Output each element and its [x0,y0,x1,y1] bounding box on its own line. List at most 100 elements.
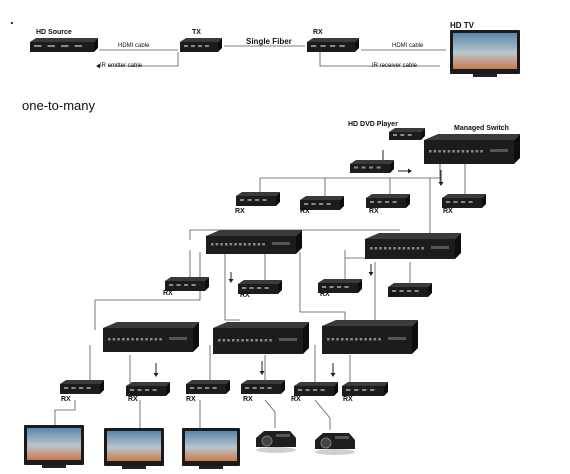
projector-2 [315,433,355,455]
device-top [388,283,432,287]
rx-box [294,382,338,396]
device-top [307,38,359,42]
rx-box [388,283,432,297]
rx-label: RX [343,396,353,403]
device-port [145,389,150,391]
switch-port [257,243,261,246]
switch-port [359,338,363,341]
ir-receiver-cable-label: IR receiver cable [372,63,418,69]
tv-stand [42,465,66,468]
switch-port [438,150,441,153]
device-port [354,166,359,169]
switch-panel [388,337,406,340]
rx-box [238,280,282,294]
switch-port [384,247,387,250]
link-l [224,252,240,321]
switch-port [345,338,349,341]
managed-switch-main [424,134,520,164]
projector-lens [320,437,332,449]
rx-box [318,279,362,293]
switch-port [412,247,415,250]
projector-shadow [315,449,355,455]
switch-port [229,243,233,246]
device-port [267,387,272,389]
device-side [340,196,344,210]
tv-screen [185,431,237,461]
switch-port [255,339,258,342]
hd-tv-bottom-2 [104,428,164,469]
device-port [61,45,69,47]
link-far-left [94,252,201,330]
link-mid [299,252,346,324]
switch-port [407,247,410,250]
devices-layer [24,30,520,469]
arrow-head [330,373,336,377]
switch-top [322,320,418,326]
device-port [71,387,76,389]
device-port [305,389,310,391]
device-side [278,280,282,294]
device-port [298,389,303,391]
device-port [47,45,55,47]
switch-side [193,322,199,352]
device-port [304,203,309,205]
device-side [390,160,394,173]
device-top [30,38,98,42]
device-top [165,277,209,281]
switch-port [355,338,358,341]
hd-source-device [30,38,98,52]
device-top [60,380,104,384]
rx-label: RX [61,396,71,403]
tv-screen [107,431,161,461]
managed-switch-label: Managed Switch [454,125,509,132]
switch-side [514,134,520,164]
arrow-head [259,371,265,375]
switch-left [206,230,302,254]
switch-port [154,338,158,341]
switch-port [379,247,382,250]
projector-1 [256,431,296,453]
device-port [326,203,331,205]
hd-source-label: HD Source [36,29,72,36]
device-port [262,199,267,201]
device-side [166,382,170,396]
rx-box [300,196,344,210]
device-port [361,166,366,169]
device-port [346,389,351,391]
switch-port [480,150,483,153]
switch-panel [272,242,290,245]
device-top [318,279,362,283]
switch-port [331,338,335,341]
switch-port [443,150,446,153]
arrow-head [228,279,234,283]
rx-label: RX [369,208,379,215]
switch-port [253,243,256,246]
device-port [319,203,324,205]
dvd-player-device [389,128,425,140]
switch-top [365,233,461,239]
device-port [260,387,265,389]
device-side [482,194,486,208]
device-side [358,279,362,293]
device-port [169,284,174,286]
device-port [191,284,196,286]
arrow-head [408,168,412,174]
switch-port [112,338,116,341]
device-port [264,287,269,289]
switch-port [393,247,396,250]
rx-box [186,380,230,394]
switch-port [364,338,367,341]
switch-lower-right [322,320,418,354]
switch-port [336,338,339,341]
device-port [362,389,367,391]
switch-port [243,243,247,246]
switch-port [220,243,223,246]
projector-vent [276,434,290,437]
switch-port [471,150,474,153]
switch-port [211,243,214,246]
rx-label: RX [186,396,196,403]
device-port [320,45,326,47]
device-top [389,128,425,132]
device-port [34,45,42,47]
device-port [399,290,404,292]
